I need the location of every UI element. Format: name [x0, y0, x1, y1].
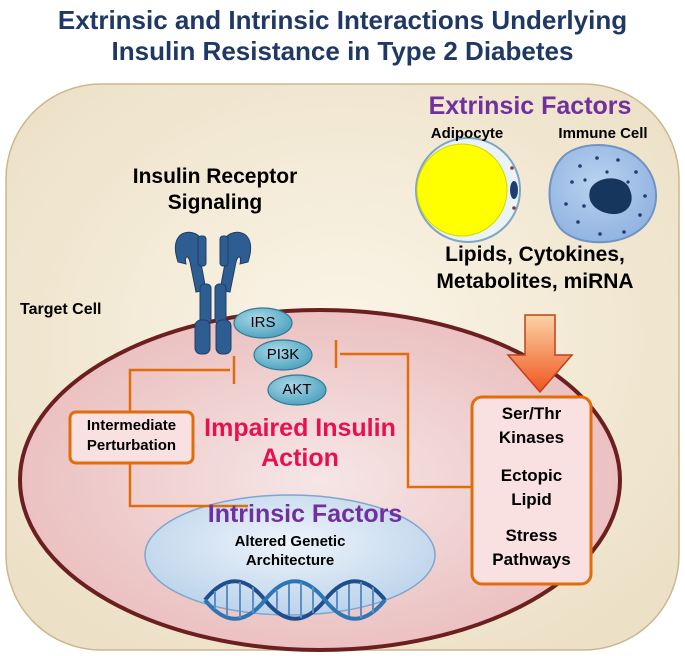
target-cell-label: Target Cell — [20, 301, 102, 318]
kinase-item-1-line-1: Ser/Thr — [501, 404, 562, 423]
kinase-item-2-line-2: Lipid — [511, 490, 552, 509]
adipocyte-label: Adipocyte — [430, 125, 504, 142]
down-arrow-icon — [506, 314, 574, 394]
akt-label: AKT — [282, 381, 312, 398]
receptor-label-1: Insulin Receptor — [132, 165, 298, 188]
intermediate-box — [68, 410, 195, 465]
pi3k-label: PI3K — [266, 346, 300, 363]
intrinsic-heading: Intrinsic Factors — [207, 500, 403, 528]
kinase-item-1-line-2: Kinases — [498, 428, 565, 447]
title-line-1: Extrinsic and Intrinsic Interactions Und… — [57, 5, 628, 35]
irs-label: IRS — [250, 314, 276, 331]
impaired-line-2: Action — [261, 444, 339, 472]
intermediate-line-1: Intermediate — [86, 417, 177, 434]
signals-line-1: Lipids, Cytokines, — [445, 243, 625, 266]
intrinsic-line-2: Architecture — [245, 552, 335, 569]
inhibition-connectors — [128, 340, 472, 508]
insulin-receptor-icon — [174, 231, 252, 355]
intrinsic-line-1: Altered Genetic — [234, 533, 346, 550]
kinase-item-3-line-2: Pathways — [492, 550, 571, 569]
akt-node — [267, 374, 327, 406]
extrinsic-heading: Extrinsic Factors — [428, 92, 632, 120]
signals-line-2: Metabolites, miRNA — [436, 270, 634, 293]
receptor-label-2: Signaling — [167, 191, 263, 214]
dna-helix-icon — [203, 579, 387, 621]
adipocyte-icon — [415, 137, 521, 243]
title-line-2: Insulin Resistance in Type 2 Diabetes — [111, 36, 574, 66]
kinase-box — [470, 395, 593, 586]
pi3k-node — [253, 339, 313, 371]
immune-cell-label: Immune Cell — [558, 125, 648, 142]
intermediate-line-2: Perturbation — [86, 437, 177, 454]
impaired-line-1: Impaired Insulin — [204, 414, 396, 442]
immune-cell-icon — [548, 144, 657, 244]
kinase-item-2-line-1: Ectopic — [500, 466, 563, 485]
kinase-item-3-line-1: Stress — [505, 526, 558, 545]
irs-node — [233, 307, 293, 339]
